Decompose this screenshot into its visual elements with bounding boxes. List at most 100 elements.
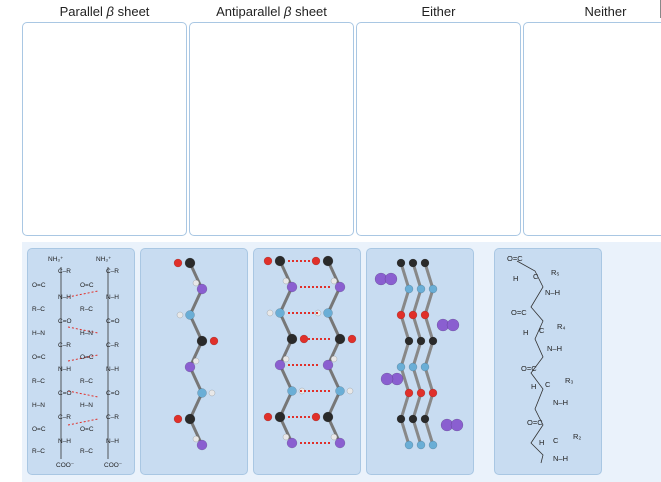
parallel-sheet-formula-drawing: NH₃⁺ NH₃⁺ C–R C–R O=C O=C N–H N–H R–C R–… xyxy=(32,256,123,469)
hydrogen-atom xyxy=(192,435,200,443)
backbone-atom xyxy=(416,440,426,450)
oxygen-atom xyxy=(347,334,357,344)
r-group-atom xyxy=(446,318,460,332)
n-h-label: N–H xyxy=(545,288,560,297)
r-c-label: R–C xyxy=(32,378,45,385)
card-parallel-sheet-formula[interactable]: NH₃⁺ NH₃⁺ C–R C–R O=C O=C N–H N–H R–C R–… xyxy=(27,248,135,475)
r-c-label: R–C xyxy=(32,448,45,455)
c-r-label: C–R xyxy=(106,268,119,275)
h-n-label: H–N xyxy=(80,402,93,409)
backbone-bond xyxy=(411,262,423,446)
coo-label: COO⁻ xyxy=(104,462,123,469)
n-h-label: N–H xyxy=(553,398,568,407)
drop-zone-parallel[interactable] xyxy=(22,22,187,236)
r-group-atom xyxy=(184,361,196,373)
column-header-either: Either xyxy=(356,4,521,20)
c-eq-o-label: C=O xyxy=(58,318,72,325)
r2-label: R₂ xyxy=(573,432,581,441)
hydrogen-atom xyxy=(282,355,290,363)
oxygen-atom xyxy=(173,414,183,424)
r-group-atom xyxy=(286,281,298,293)
column-header-neither: Neither xyxy=(523,4,661,20)
backbone-bond xyxy=(399,262,411,446)
n-h-label: N–H xyxy=(106,294,119,301)
r-c-label: R–C xyxy=(80,378,93,385)
o-eq-c-label: O=C xyxy=(32,426,46,433)
card-antiparallel-model[interactable] xyxy=(253,248,361,475)
carbon-atom xyxy=(196,335,208,347)
backbone-atom xyxy=(428,388,438,398)
backbone-atom xyxy=(428,284,438,294)
c-label: C xyxy=(545,380,551,389)
backbone-atom xyxy=(420,258,430,268)
c-label: C xyxy=(533,272,539,281)
single-strand-model xyxy=(173,257,219,451)
card-sheet-side-view[interactable] xyxy=(366,248,474,475)
r-group-atom xyxy=(196,283,208,295)
coo-label: COO⁻ xyxy=(56,462,75,469)
o-eq-c-label: O=C xyxy=(32,282,46,289)
c-label: C xyxy=(539,326,545,335)
oxygen-atom xyxy=(173,258,183,268)
o-eq-c-label: O=C xyxy=(511,308,527,317)
card-single-strand-model[interactable] xyxy=(140,248,248,475)
h-label: H xyxy=(539,438,544,447)
backbone-atom xyxy=(404,388,414,398)
backbone-atom xyxy=(420,310,430,320)
n-h-label: N–H xyxy=(106,366,119,373)
card-peptide-chain-formula[interactable]: O=C H C R₅ N–H O=C H C R₄ N–H O=C H C R₃… xyxy=(494,248,602,475)
drop-zone-either[interactable] xyxy=(356,22,521,236)
carbon-atom xyxy=(184,413,196,425)
hydrogen-atom xyxy=(330,355,338,363)
header-label: Neither xyxy=(584,4,627,19)
c-r-label: C–R xyxy=(106,414,119,421)
nitrogen-atom xyxy=(335,386,345,396)
carbon-atom xyxy=(322,255,334,267)
backbone-atom xyxy=(416,284,426,294)
backbone-atom xyxy=(396,258,406,268)
column-header-antiparallel: Antiparallel β sheet xyxy=(189,4,354,20)
backbone-atom xyxy=(396,310,406,320)
c-eq-o-label: C=O xyxy=(58,390,72,397)
header-label: Antiparallel xyxy=(216,4,281,19)
beta-symbol: β xyxy=(284,4,292,19)
column-header-parallel: Parallel β sheet xyxy=(22,4,187,20)
hydrogen-atom xyxy=(282,433,290,441)
o-eq-c-label: O=C xyxy=(80,426,94,433)
sheet-side-view-model xyxy=(374,258,464,450)
backbone-atom xyxy=(408,362,418,372)
backbone-atom xyxy=(416,336,426,346)
h-n-label: H–N xyxy=(32,402,45,409)
r-group-atom xyxy=(380,372,394,386)
antiparallel-model xyxy=(263,255,357,449)
beta-symbol: β xyxy=(106,4,114,19)
oxygen-atom xyxy=(209,336,219,346)
header-label: Parallel xyxy=(59,4,103,19)
oxygen-atom xyxy=(263,256,273,266)
r3-label: R₃ xyxy=(565,376,573,385)
r-group-atom xyxy=(286,437,298,449)
header-suffix: sheet xyxy=(117,4,150,19)
c-r-label: C–R xyxy=(58,414,71,421)
backbone-atom xyxy=(408,310,418,320)
n-h-label: N–H xyxy=(58,294,71,301)
drop-zone-neither[interactable] xyxy=(523,22,661,236)
r-group-atom xyxy=(196,439,208,451)
c-label: C xyxy=(553,436,559,445)
n-h-label: N–H xyxy=(553,454,568,463)
carbon-atom xyxy=(274,255,286,267)
c-r-label: C–R xyxy=(106,342,119,349)
hydrogen-atom xyxy=(176,311,184,319)
backbone-atom xyxy=(404,336,414,346)
drop-zone-antiparallel[interactable] xyxy=(189,22,354,236)
h-label: H xyxy=(531,382,536,391)
backbone-atom xyxy=(396,362,406,372)
backbone-atom xyxy=(420,362,430,372)
nitrogen-atom xyxy=(185,310,195,320)
hydrogen-atom xyxy=(192,279,200,287)
r-group-atom xyxy=(384,272,398,286)
r5-label: R₅ xyxy=(551,268,559,277)
nitrogen-atom xyxy=(197,388,207,398)
nh3-label: NH₃⁺ xyxy=(48,256,64,263)
carbon-atom xyxy=(184,257,196,269)
